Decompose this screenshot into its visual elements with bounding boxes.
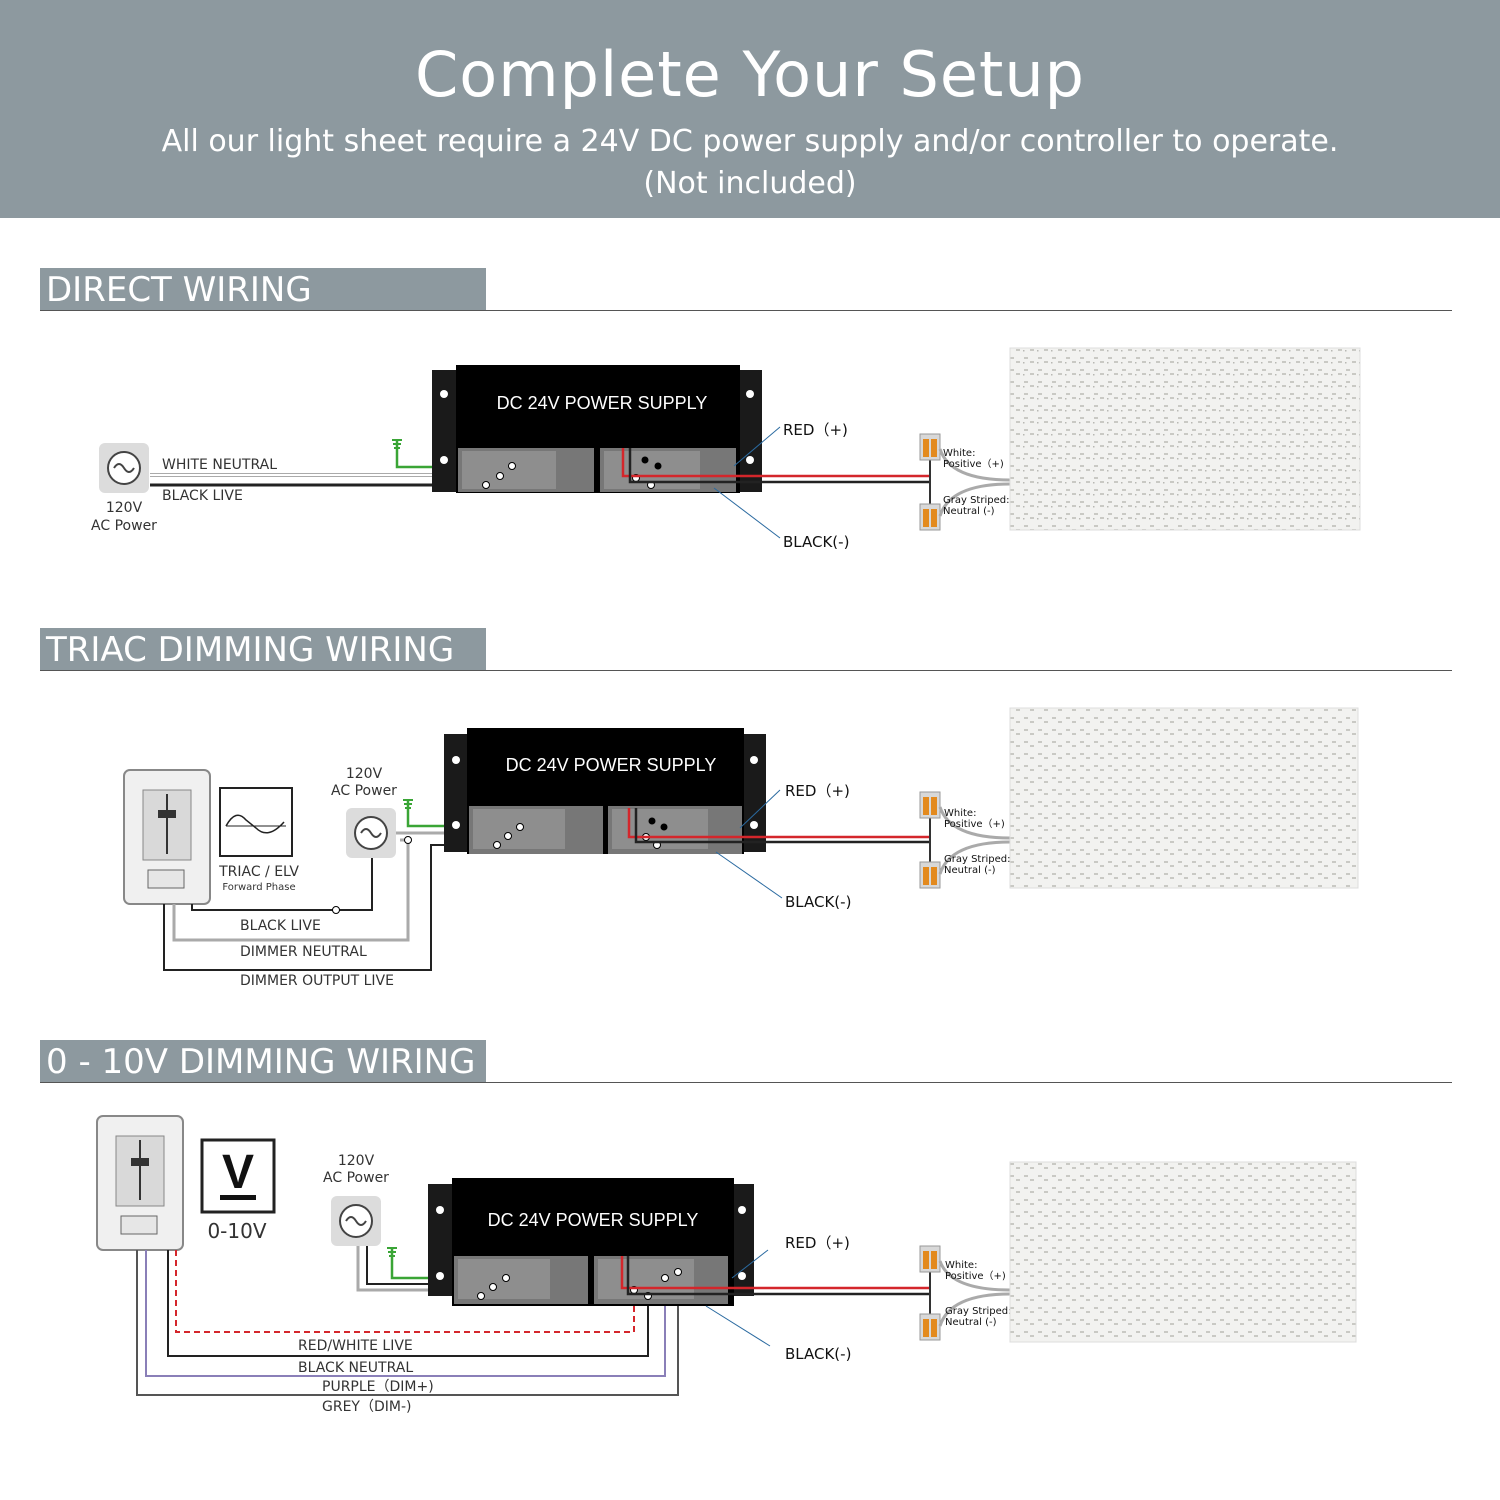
black-wire-label: BLACK(-) bbox=[785, 1345, 851, 1363]
ac-power-icon bbox=[331, 1196, 381, 1246]
black-neutral-label: BLACK NEUTRAL bbox=[298, 1360, 413, 1376]
triac-wiring-diagram: TRIAC / ELV Forward Phase 120V AC Power … bbox=[123, 707, 1359, 989]
led-light-sheet bbox=[1009, 707, 1359, 889]
led-connectors bbox=[919, 1245, 1011, 1341]
positive-label: Positive（+) bbox=[944, 818, 1005, 830]
gray-lead-label: Gray Striped: bbox=[945, 1306, 1011, 1317]
section-rule-triac bbox=[40, 670, 1452, 671]
positive-label: Positive（+) bbox=[945, 1270, 1006, 1282]
section-heading-010v-text: 0 - 10V DIMMING WIRING bbox=[46, 1042, 476, 1082]
neutral-label: Neutral (-) bbox=[943, 506, 995, 517]
psu-label: DC 24V POWER SUPPLY bbox=[506, 755, 717, 775]
volt-symbol-icon: V bbox=[200, 1138, 276, 1214]
dimmer-neutral-label: DIMMER NEUTRAL bbox=[240, 944, 367, 960]
section-heading-direct: DIRECT WIRING bbox=[40, 268, 486, 310]
header-banner: Complete Your Setup All our light sheet … bbox=[0, 0, 1500, 218]
red-wire-label: RED（+) bbox=[785, 1234, 850, 1252]
positive-label: Positive（+) bbox=[943, 458, 1004, 470]
black-wire-label: BLACK(-) bbox=[783, 533, 849, 551]
led-light-sheet bbox=[1009, 347, 1361, 531]
section-heading-triac-text: TRIAC DIMMING WIRING bbox=[46, 630, 455, 670]
led-connectors bbox=[919, 433, 1011, 531]
range-label: 0-10V bbox=[207, 1219, 266, 1243]
triac-dimmer-switch bbox=[123, 769, 211, 905]
neutral-label: Neutral (-) bbox=[944, 865, 996, 876]
led-connectors bbox=[919, 791, 1011, 889]
ac-power-label: AC Power bbox=[323, 1170, 389, 1186]
section-heading-triac: TRIAC DIMMING WIRING bbox=[40, 628, 486, 670]
power-supply bbox=[428, 1178, 930, 1306]
section-rule-direct bbox=[40, 310, 1452, 311]
psu-label: DC 24V POWER SUPPLY bbox=[488, 1210, 699, 1230]
ac-power-icon bbox=[346, 808, 396, 858]
gray-lead-label: Gray Striped: bbox=[943, 495, 1009, 506]
psu-label: DC 24V POWER SUPPLY bbox=[497, 393, 708, 413]
white-lead-label: White: bbox=[944, 808, 976, 819]
neutral-label: Neutral (-) bbox=[945, 1317, 997, 1328]
white-neutral-label: WHITE NEUTRAL bbox=[162, 457, 277, 473]
grey-dim-label: GREY（DIM-) bbox=[322, 1399, 411, 1415]
purple-dim-label: PURPLE（DIM+) bbox=[322, 1379, 434, 1395]
white-lead-label: White: bbox=[943, 448, 975, 459]
010v-dimmer-switch bbox=[96, 1115, 184, 1251]
black-wire-label: BLACK(-) bbox=[785, 893, 851, 911]
triac-waveform-icon bbox=[219, 787, 293, 857]
power-supply bbox=[432, 365, 930, 493]
triac-elv-label: TRIAC / ELV bbox=[218, 864, 299, 880]
black-live-label: BLACK LIVE bbox=[240, 918, 321, 934]
section-heading-010v: 0 - 10V DIMMING WIRING bbox=[40, 1040, 486, 1082]
page-subtitle-line1: All our light sheet require a 24V DC pow… bbox=[161, 124, 1339, 159]
led-light-sheet bbox=[1009, 1161, 1357, 1343]
black-live-label: BLACK LIVE bbox=[162, 488, 243, 504]
red-wire-label: RED（+) bbox=[785, 782, 850, 800]
dimmer-output-label: DIMMER OUTPUT LIVE bbox=[240, 973, 394, 989]
direct-wiring-diagram: 120V AC Power WHITE NEUTRAL BLACK LIVE D… bbox=[91, 347, 1361, 551]
power-supply bbox=[444, 728, 930, 854]
ac-power-label: AC Power bbox=[331, 783, 397, 799]
ac-power-icon bbox=[99, 443, 149, 493]
page-subtitle-line2: (Not included) bbox=[643, 166, 857, 201]
ac-voltage-label: 120V bbox=[338, 1153, 375, 1169]
dim010-wiring-diagram: V 0-10V 120V AC Power RED/WHITE LIVE BLA… bbox=[96, 1115, 1357, 1415]
gray-lead-label: Gray Striped: bbox=[944, 854, 1010, 865]
red-wire-label: RED（+) bbox=[783, 421, 848, 439]
page-title: Complete Your Setup bbox=[414, 38, 1086, 111]
ac-voltage-label: 120V bbox=[106, 500, 143, 516]
forward-phase-label: Forward Phase bbox=[222, 882, 295, 893]
ac-power-label: AC Power bbox=[91, 518, 157, 534]
section-heading-direct-text: DIRECT WIRING bbox=[46, 270, 312, 310]
white-lead-label: White: bbox=[945, 1260, 977, 1271]
red-white-live-label: RED/WHITE LIVE bbox=[298, 1338, 413, 1354]
volt-symbol: V bbox=[222, 1146, 254, 1199]
ac-voltage-label: 120V bbox=[346, 766, 383, 782]
section-rule-010v bbox=[40, 1082, 1452, 1083]
